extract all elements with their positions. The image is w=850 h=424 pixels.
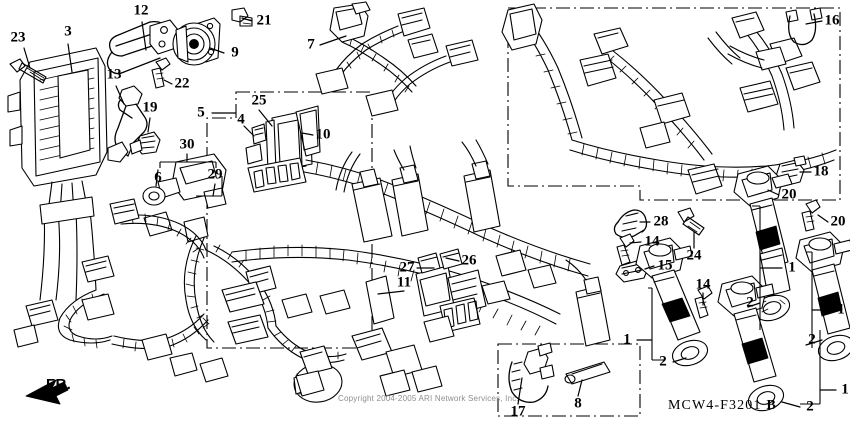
part-clip-19: [129, 131, 161, 155]
callout-2: 2: [659, 353, 667, 370]
diagram-revision: B: [766, 398, 776, 413]
part-bolt-14-b: [694, 285, 713, 319]
part-seal-2-b: [817, 334, 850, 362]
callout-14: 14: [644, 233, 660, 250]
part-bolt-22: [151, 57, 171, 89]
callout-30: 30: [179, 136, 195, 153]
callout-28: 28: [653, 213, 669, 230]
callout-22: 22: [174, 75, 190, 92]
group-box-17: [497, 343, 641, 417]
callout-17: 17: [510, 403, 526, 420]
part-seal-2-d: [747, 384, 785, 412]
callout-1: 1: [841, 381, 849, 398]
callout-9: 9: [231, 44, 239, 61]
callout-16: 16: [824, 12, 840, 29]
callout-2: 2: [808, 331, 816, 348]
callout-20: 20: [781, 186, 797, 203]
callout-14: 14: [695, 276, 711, 293]
callout-24: 24: [686, 247, 702, 264]
part-ignition-coil-d: [717, 275, 777, 383]
diagram-number-value: MCW4-F3201: [668, 398, 762, 413]
group-box-right: [507, 7, 841, 201]
part-bolt-20-right: [801, 199, 821, 232]
part-main-harness-center: [221, 139, 611, 397]
callout-26: 26: [461, 252, 477, 269]
callout-7: 7: [307, 36, 315, 53]
part-horn-9: [172, 17, 221, 66]
callout-12: 12: [133, 2, 149, 19]
part-clip-16: [785, 7, 823, 46]
diagram-number: MCW4-F3201 B: [668, 398, 776, 414]
part-bolt-24: [677, 207, 705, 236]
callout-5: 5: [197, 104, 205, 121]
callout-2: 2: [746, 294, 754, 311]
part-sub-harness-7: [315, 1, 479, 117]
callout-13: 13: [106, 66, 122, 83]
callout-23: 23: [10, 29, 26, 46]
callout-15: 15: [657, 257, 673, 274]
copyright-watermark: Copyright 2004-2005 ARI Network Services…: [338, 394, 519, 403]
front-direction-label: FR.: [46, 376, 72, 393]
part-relay-assembly: [245, 105, 321, 193]
part-band-8: [564, 361, 611, 385]
callout-2: 2: [806, 398, 814, 415]
callout-6: 6: [154, 169, 162, 186]
callout-18: 18: [813, 163, 829, 180]
callout-8: 8: [574, 395, 582, 412]
callout-29: 29: [207, 166, 223, 183]
part-horn-bracket-12: [106, 19, 179, 75]
callout-1: 1: [623, 331, 631, 348]
callout-20: 20: [830, 213, 846, 230]
part-main-harness-right: [501, 3, 837, 195]
callout-3: 3: [64, 23, 72, 40]
part-clamp-17: [508, 342, 555, 403]
part-bolt-23: [9, 58, 47, 84]
callout-19: 19: [142, 99, 158, 116]
callout-1: 1: [788, 259, 796, 276]
callout-1: 1: [837, 301, 845, 318]
callout-27: 27: [399, 259, 415, 276]
callout-21: 21: [256, 12, 272, 29]
part-bolt-14-a: [616, 233, 635, 266]
callout-11: 11: [396, 274, 412, 291]
leader-lines: [23, 17, 837, 408]
callout-10: 10: [315, 126, 331, 143]
group-box-5: [206, 91, 373, 349]
front-direction-arrow: [25, 379, 69, 405]
callout-4: 4: [237, 111, 245, 128]
callout-25: 25: [251, 92, 267, 109]
